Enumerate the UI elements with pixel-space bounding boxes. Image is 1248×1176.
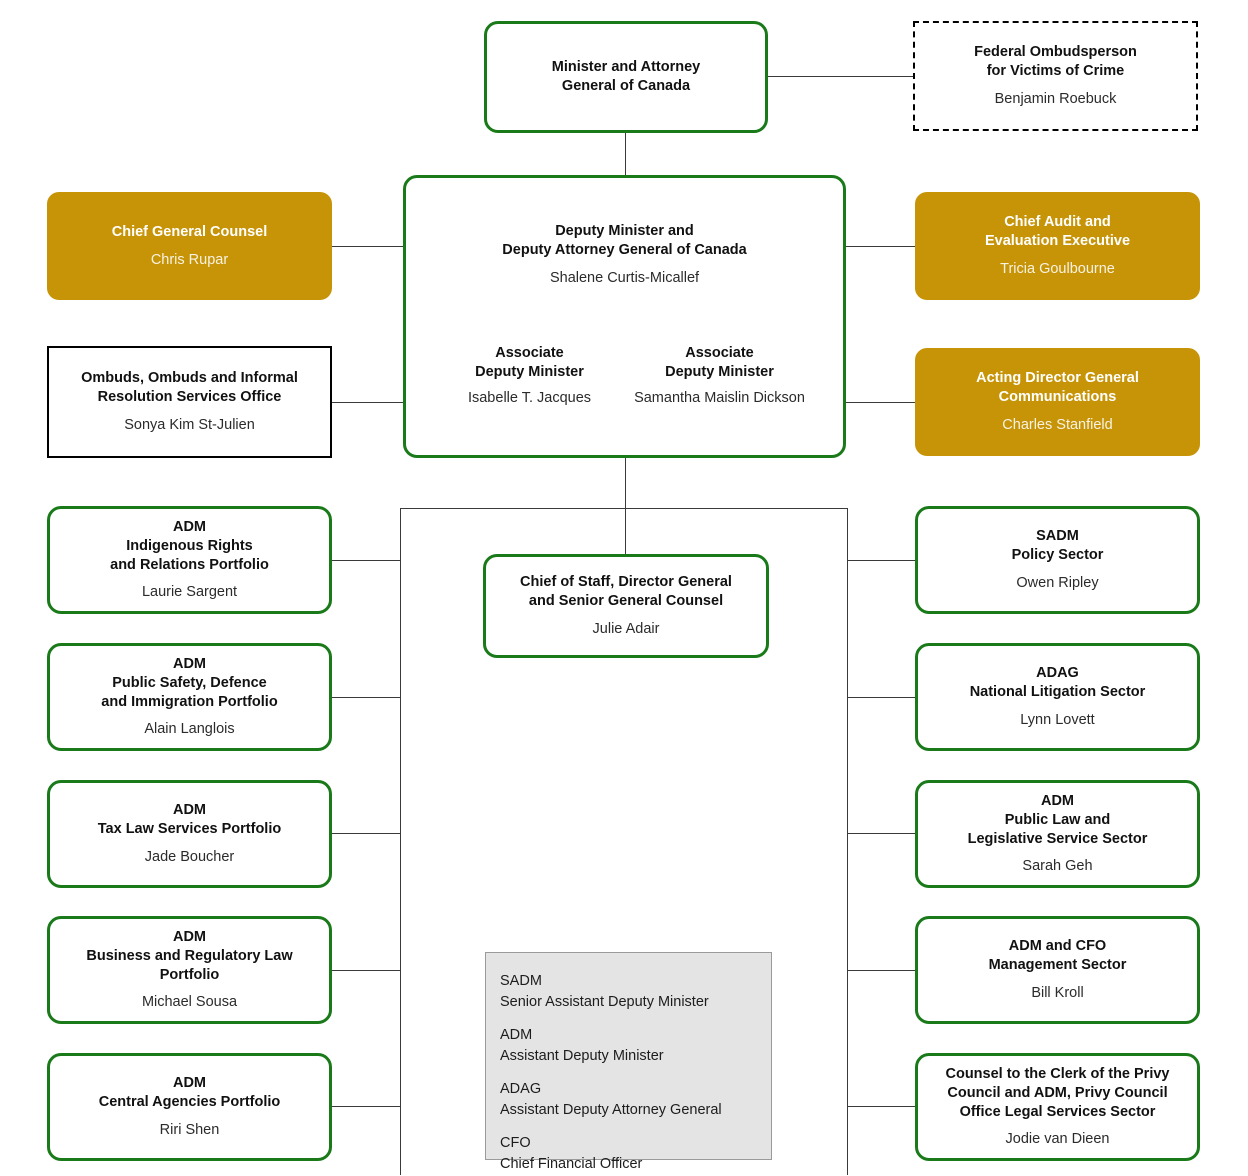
connector-right-branch-5	[847, 1106, 916, 1107]
left-4-person: Michael Sousa	[141, 994, 238, 1011]
left-1-title: ADM Indigenous Rights and Relations Port…	[110, 518, 269, 573]
legend-item-adag: ADAG Assistant Deputy Attorney General	[500, 1079, 771, 1120]
ombudsperson-title: Federal Ombudsperson for Victims of Crim…	[974, 44, 1137, 80]
right-5-person: Jodie van Dieen	[1005, 1131, 1110, 1148]
associate-1-person: Isabelle T. Jacques	[467, 389, 592, 406]
left-5-person: Riri Shen	[159, 1121, 220, 1138]
left-1-person: Laurie Sargent	[141, 584, 238, 601]
associate-2-title: Associate Deputy Minister	[665, 344, 774, 380]
connector-left-branch-5	[332, 1106, 401, 1107]
legend-full-adm: Assistant Deputy Minister	[500, 1047, 664, 1064]
deputy-minister-person: Shalene Curtis-Micallef	[549, 269, 700, 286]
chief-of-staff-title: Chief of Staff, Director General and Sen…	[520, 574, 732, 610]
connector-right-trunk	[847, 508, 848, 1175]
connector-left-branch-1	[332, 560, 401, 561]
node-sadm-policy-sector[interactable]: SADM Policy Sector Owen Ripley	[915, 506, 1200, 614]
node-adm-public-safety-defence-immigration[interactable]: ADM Public Safety, Defence and Immigrati…	[47, 643, 332, 751]
legend-full-adag: Assistant Deputy Attorney General	[500, 1101, 722, 1118]
chief-audit-person: Tricia Goulbourne	[1000, 260, 1115, 277]
ombuds-office-person: Sonya Kim St-Julien	[124, 416, 255, 433]
abbreviation-legend: SADM Senior Assistant Deputy Minister AD…	[485, 952, 772, 1172]
right-3-person: Sarah Geh	[1022, 858, 1093, 875]
node-chief-general-counsel[interactable]: Chief General Counsel Chris Rupar	[47, 192, 332, 300]
connector-dm-to-chief-audit	[843, 246, 915, 247]
node-associate-deputy-minister-2[interactable]: Associate Deputy Minister Samantha Maisl…	[625, 344, 815, 406]
right-3-title: ADM Public Law and Legislative Service S…	[967, 792, 1148, 847]
connector-right-branch-3	[847, 833, 916, 834]
node-adm-indigenous-rights-and-relations[interactable]: ADM Indigenous Rights and Relations Port…	[47, 506, 332, 614]
node-adm-tax-law-services[interactable]: ADM Tax Law Services Portfolio Jade Bouc…	[47, 780, 332, 888]
ombuds-office-title: Ombuds, Ombuds and Informal Resolution S…	[81, 370, 298, 406]
deputy-minister-title: Deputy Minister and Deputy Attorney Gene…	[502, 223, 747, 258]
connector-dm-to-chief-general-counsel	[332, 246, 404, 247]
legend-abbr-cfo: CFO	[500, 1135, 531, 1152]
left-3-person: Jade Boucher	[144, 848, 235, 865]
associate-2-person: Samantha Maislin Dickson	[634, 389, 805, 406]
left-3-title: ADM Tax Law Services Portfolio	[97, 802, 282, 838]
connector-dm-to-communications	[843, 402, 915, 403]
chief-general-counsel-person: Chris Rupar	[150, 251, 229, 268]
legend-full-cfo: Chief Financial Officer	[500, 1156, 643, 1173]
communications-title: Acting Director General Communications	[976, 370, 1139, 406]
right-1-title: SADM Policy Sector	[1011, 528, 1104, 564]
right-2-title: ADAG National Litigation Sector	[969, 665, 1146, 701]
right-1-person: Owen Ripley	[1016, 574, 1099, 591]
connector-dm-to-chief-of-staff	[625, 457, 626, 557]
connector-left-branch-4	[332, 970, 401, 971]
node-ombuds-resolution-services-office[interactable]: Ombuds, Ombuds and Informal Resolution S…	[47, 346, 332, 458]
node-deputy-minister-and-deputy-attorney-general[interactable]: Deputy Minister and Deputy Attorney Gene…	[403, 175, 846, 458]
right-4-title: ADM and CFO Management Sector	[988, 938, 1127, 974]
left-4-title: ADM Business and Regulatory Law Portfoli…	[86, 928, 293, 983]
connector-dm-to-ombuds-office	[332, 402, 404, 403]
node-chief-audit-and-evaluation-executive[interactable]: Chief Audit and Evaluation Executive Tri…	[915, 192, 1200, 300]
node-adm-business-and-regulatory-law[interactable]: ADM Business and Regulatory Law Portfoli…	[47, 916, 332, 1024]
legend-abbr-sadm: SADM	[500, 973, 542, 989]
connector-left-branch-2	[332, 697, 401, 698]
connector-minister-to-ombudsperson	[766, 76, 914, 77]
associate-1-title: Associate Deputy Minister	[475, 344, 584, 380]
connector-minister-to-deputy-minister	[625, 133, 626, 178]
legend-abbr-adm: ADM	[500, 1027, 533, 1044]
legend-full-sadm: Senior Assistant Deputy Minister	[500, 993, 709, 1010]
node-chief-of-staff[interactable]: Chief of Staff, Director General and Sen…	[483, 554, 769, 658]
right-2-person: Lynn Lovett	[1020, 711, 1095, 728]
left-2-title: ADM Public Safety, Defence and Immigrati…	[101, 655, 278, 710]
minister-title: Minister and Attorney General of Canada	[551, 59, 701, 94]
left-5-title: ADM Central Agencies Portfolio	[98, 1075, 281, 1111]
connector-left-branch-3	[332, 833, 401, 834]
left-2-person: Alain Langlois	[144, 721, 235, 738]
connector-right-branch-4	[847, 970, 916, 971]
node-associate-deputy-minister-1[interactable]: Associate Deputy Minister Isabelle T. Ja…	[435, 344, 625, 406]
node-acting-director-general-communications[interactable]: Acting Director General Communications C…	[915, 348, 1200, 456]
communications-person: Charles Stanfield	[1002, 416, 1113, 433]
associate-deputy-ministers-group: Associate Deputy Minister Isabelle T. Ja…	[406, 344, 843, 406]
legend-abbr-adag: ADAG	[500, 1081, 542, 1098]
ombudsperson-person: Benjamin Roebuck	[994, 90, 1117, 107]
legend-item-cfo: CFO Chief Financial Officer	[500, 1133, 771, 1174]
legend-item-sadm: SADM Senior Assistant Deputy Minister	[500, 971, 771, 1012]
node-adag-national-litigation-sector[interactable]: ADAG National Litigation Sector Lynn Lov…	[915, 643, 1200, 751]
chief-audit-title: Chief Audit and Evaluation Executive	[984, 214, 1131, 250]
chief-general-counsel-title: Chief General Counsel	[111, 223, 268, 240]
right-5-title: Counsel to the Clerk of the Privy Counci…	[945, 1065, 1170, 1120]
node-minister-and-attorney-general[interactable]: Minister and Attorney General of Canada	[484, 21, 768, 133]
chief-of-staff-person: Julie Adair	[592, 620, 660, 637]
connector-distribution-bar	[400, 508, 848, 509]
connector-left-trunk	[400, 508, 401, 1175]
node-adm-public-law-and-legislative-service-sector[interactable]: ADM Public Law and Legislative Service S…	[915, 780, 1200, 888]
connector-right-branch-1	[847, 560, 916, 561]
node-counsel-to-clerk-of-privy-council[interactable]: Counsel to the Clerk of the Privy Counci…	[915, 1053, 1200, 1161]
connector-right-branch-2	[847, 697, 916, 698]
node-adm-central-agencies[interactable]: ADM Central Agencies Portfolio Riri Shen	[47, 1053, 332, 1161]
legend-item-adm: ADM Assistant Deputy Minister	[500, 1025, 771, 1066]
node-adm-and-cfo-management-sector[interactable]: ADM and CFO Management Sector Bill Kroll	[915, 916, 1200, 1024]
right-4-person: Bill Kroll	[1031, 984, 1084, 1001]
node-federal-ombudsperson[interactable]: Federal Ombudsperson for Victims of Crim…	[913, 21, 1198, 131]
